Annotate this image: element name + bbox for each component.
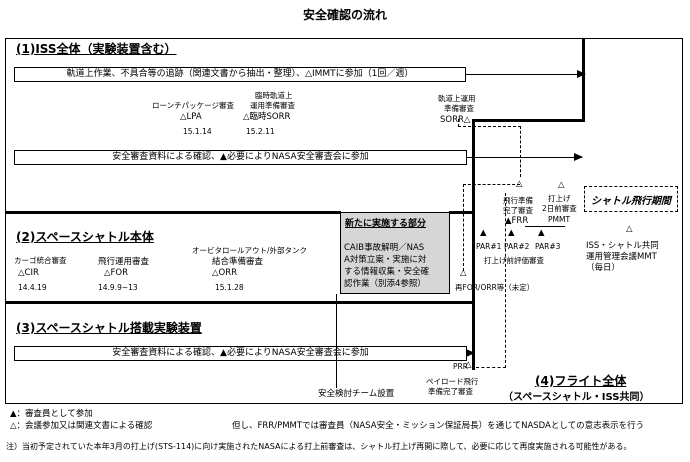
lpa-code: △LPA <box>180 112 202 122</box>
flight-divider-top <box>582 38 585 122</box>
temp-sorr-name1: 臨時軌道上 <box>255 91 293 100</box>
newbox-dashed-route <box>463 184 520 271</box>
section-payload: (3)スペースシャトル搭載実験装置 <box>16 321 202 335</box>
safety-team-label: 安全検討チーム設置 <box>318 389 395 399</box>
payload-done-name2: 準備完了審査 <box>428 387 473 396</box>
section-shuttle: (2)スペースシャトル本体 <box>16 230 154 244</box>
temp-sorr-name2: 運用準備審査 <box>250 101 295 110</box>
orr-date: 15.1.28 <box>215 283 244 292</box>
for-code: △FOR <box>104 268 129 278</box>
pre-launch-eval-label: 打上げ前評価審査 <box>484 256 544 265</box>
separator-iss-shuttle <box>5 211 341 214</box>
temp-sorr-code: △臨時SORR <box>243 112 291 122</box>
legend-frr-note: 但し、FRR/PMMTでは審査員（NASA安全・ミッション保証局長）を通じてNA… <box>232 421 645 431</box>
for-name: 飛行運用審査 <box>98 257 150 267</box>
par1-marker: ▲ <box>480 228 487 238</box>
orr-code: △ORR <box>212 268 238 278</box>
sorr-name1: 軌道上運用 <box>438 94 476 103</box>
par1-label: PAR#1 <box>476 242 502 251</box>
separator-shuttle-payload <box>5 301 474 304</box>
prr-label: PRR <box>453 362 468 371</box>
mmt-line2: 運用管理会議MMT <box>586 252 657 262</box>
cir-code: △CIR <box>18 268 39 278</box>
pmmt-code: PMMT <box>548 215 571 224</box>
new-work-line-4: 認作業（別添4参照） <box>344 279 426 289</box>
shuttle-period-label: シャトル飛行期間 <box>591 196 671 207</box>
pmmt-marker: △ <box>558 180 565 190</box>
reflight-marker: △ <box>460 268 467 278</box>
mmt-line1: ISS・シャトル共同 <box>586 241 659 251</box>
legend-open: △：会議参加又は関連文書による確認 <box>10 421 153 431</box>
orr-name1: オービタロールアウト/外部タンク <box>192 246 308 255</box>
legend-filled: ▲：審査員として参加 <box>10 409 93 419</box>
new-work-heading: 新たに実施する部分 <box>345 219 427 229</box>
pmmt-name2: 2日前審査 <box>542 204 577 213</box>
new-work-line-1: CAIB事故解明／NAS <box>344 243 425 253</box>
diagram-frame <box>5 38 683 404</box>
new-work-line-3: する情報収集・安全確 <box>344 267 430 277</box>
flight-divider-lower <box>472 200 475 370</box>
section-flight-sub: （スペースシャトル・ISS共同） <box>503 392 650 403</box>
iss-safety-arrow <box>466 153 583 161</box>
sorr-dashed-stem <box>458 119 459 127</box>
safety-team-line <box>336 294 337 388</box>
mmt-line3: （毎日） <box>586 263 621 273</box>
flight-divider-upper <box>472 120 475 200</box>
par2-marker: ▲ <box>508 228 515 238</box>
section-iss: (1)ISS全体（実験装置含む） <box>16 42 177 56</box>
iss-safety-label: 安全審査資料による確認、▲必要によりNASA安全審査会に参加 <box>112 152 369 162</box>
reflight-label: 再FOR/ORR等（未定） <box>455 283 535 292</box>
iss-ops-label: 軌道上作業、不具合等の追跡（関連文書から抽出・整理）、△IMMTに参加（1回／週… <box>66 69 414 79</box>
payload-safety-arrow <box>466 349 475 357</box>
mmt-marker: △ <box>626 224 633 234</box>
frr-name2: 完了審査 <box>503 206 533 215</box>
temp-sorr-date: 15.2.11 <box>246 127 275 136</box>
sorr-code: SORR△ <box>440 115 471 125</box>
cir-date: 14.4.19 <box>18 283 47 292</box>
payload-safety-label: 安全審査資料による確認、▲必要によりNASA安全審査会に参加 <box>112 348 369 358</box>
frr-pmmt-link <box>525 226 565 227</box>
iss-ops-bar: 軌道上作業、不具合等の追跡（関連文書から抽出・整理）、△IMMTに参加（1回／週… <box>14 67 466 82</box>
prr-dashed-route <box>505 193 506 368</box>
frr-name1: 飛行準備 <box>503 196 533 205</box>
payload-safety-bar: 安全審査資料による確認、▲必要によりNASA安全審査会に参加 <box>14 346 467 361</box>
prr-dashed-link <box>476 367 506 368</box>
footnote: 注）当初予定されていた本年3月の打上げ(STS-114)に向け実施されたNASA… <box>6 442 632 451</box>
new-work-box: 新たに実施する部分 CAIB事故解明／NAS A対策立案・実施に対 する情報収集… <box>340 212 450 294</box>
iss-ops-arrow <box>465 70 586 78</box>
frr-top-marker: △ <box>516 179 523 189</box>
orr-name2: 結合準備審査 <box>212 257 264 267</box>
flight-divider-step <box>472 119 584 122</box>
par3-label: PAR#3 <box>535 242 561 251</box>
sorr-dashed-route <box>458 126 521 177</box>
par2-label: PAR#2 <box>504 242 530 251</box>
new-work-line-2: A対策立案・実施に対 <box>344 255 427 265</box>
separator-iss-shuttle-right <box>449 211 474 214</box>
lpa-name: ローンチパッケージ審査 <box>152 101 234 110</box>
pmmt-name1: 打上げ <box>548 194 571 203</box>
shuttle-period-box: シャトル飛行期間 <box>584 186 678 212</box>
page-title: 安全確認の流れ <box>302 8 387 22</box>
cir-name: カーゴ統合審査 <box>14 256 67 265</box>
iss-safety-bar: 安全審査資料による確認、▲必要によりNASA安全審査会に参加 <box>14 150 467 165</box>
lpa-date: 15.1.14 <box>183 127 212 136</box>
frr-code: ▲FRR <box>505 216 529 226</box>
sorr-name2: 準備審査 <box>444 104 474 113</box>
payload-done-name1: ペイロード飛行 <box>426 377 479 386</box>
par3-marker: ▲ <box>538 228 545 238</box>
prr-marker: △ <box>465 360 472 370</box>
for-date: 14.9.9~13 <box>98 283 138 292</box>
section-flight: (4)フライト全体 <box>535 374 627 388</box>
